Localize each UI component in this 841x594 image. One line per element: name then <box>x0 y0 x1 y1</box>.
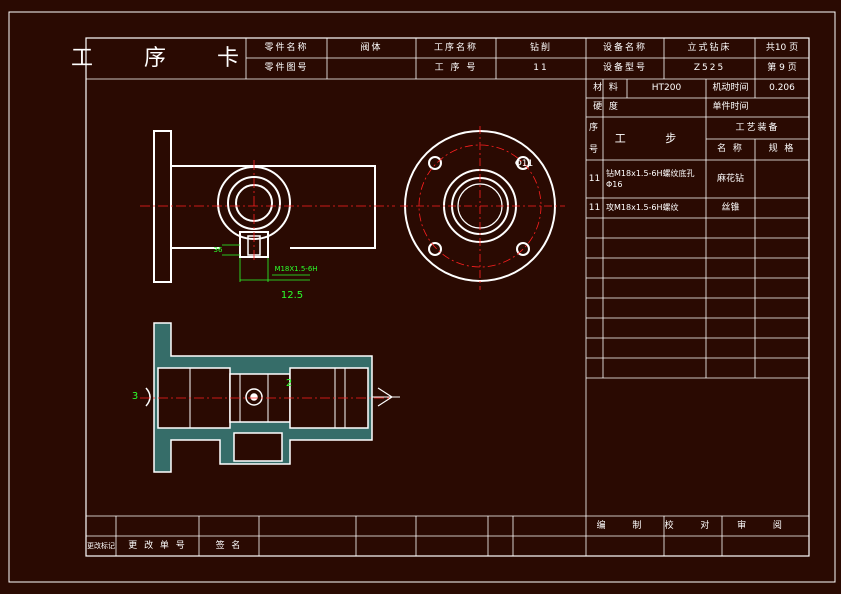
checked-label: 校 对 <box>664 520 722 531</box>
step-header: 工 步 <box>614 132 695 145</box>
step-row-1-no: 11 <box>588 173 601 184</box>
section-view <box>153 322 373 473</box>
section-label-right: 2 <box>285 378 293 389</box>
equip-model-label: 设备型号 <box>602 63 647 73</box>
section-label-left: 3 <box>131 391 139 402</box>
step-row-2-tool: 丝锥 <box>721 202 740 213</box>
flange-outline <box>153 130 172 283</box>
thread-callout: M18X1.5-6H <box>274 264 318 273</box>
front-centerlines <box>140 160 395 260</box>
machine-time-label: 机动时间 <box>712 83 749 93</box>
step-row-1-tool: 麻花钻 <box>716 173 744 184</box>
material-label: 材 料 <box>593 83 620 93</box>
depth-dimension: 12.5 <box>280 290 304 301</box>
change-mark-label: 更改标记 <box>87 541 115 550</box>
tool-name-header: 名 称 <box>717 144 744 154</box>
page-number: 第 9 页 <box>767 63 797 73</box>
front-dimensions <box>222 244 310 282</box>
outer-border <box>8 11 836 583</box>
reviewed-label: 审 阅 <box>737 520 794 531</box>
compiled-label: 编 制 <box>596 520 654 531</box>
hardness-label: 硬 度 <box>593 102 620 112</box>
inner-border <box>85 37 810 557</box>
part-no-value <box>327 58 416 79</box>
material-value: HT200 <box>651 83 682 93</box>
bottom-port <box>233 432 283 462</box>
tool-spec-header: 规 格 <box>768 144 796 154</box>
card-title: 工 序 卡 <box>71 45 261 71</box>
part-no-label: 零件图号 <box>264 63 309 73</box>
process-no-label: 工 序 号 <box>434 63 478 73</box>
cross-hole-center <box>250 393 258 401</box>
bolt-hole-2 <box>516 156 530 170</box>
step-row-2-desc: 攻M18x1.5-6H螺纹 <box>606 203 679 212</box>
equip-name-value: 立式钻床 <box>687 42 732 53</box>
hole-note: Φ11 <box>514 158 534 169</box>
front-view <box>153 130 376 283</box>
equip-name-label: 设备名称 <box>602 42 647 53</box>
process-table-grid <box>585 79 809 516</box>
part-name-label: 零件名称 <box>264 42 309 53</box>
bolt-hole-4 <box>516 242 530 256</box>
equip-model-value: Z525 <box>693 63 726 73</box>
equip-header: 工艺装备 <box>735 122 780 133</box>
small-dimension: 36 <box>213 245 223 254</box>
unit-time-label: 单件时间 <box>712 102 749 112</box>
bolt-hole-1 <box>428 156 442 170</box>
footer-grid <box>86 515 809 556</box>
bolt-hole-3 <box>428 242 442 256</box>
side-centerlines <box>400 126 565 290</box>
step-row-2-no: 11 <box>588 202 601 213</box>
process-name-value: 钻削 <box>529 42 552 53</box>
step-row-1-desc: 钻M18x1.5-6H螺纹底孔Φ16 <box>606 169 695 189</box>
body-outline <box>171 165 376 249</box>
change-doc-label: 更 改 单 号 <box>128 540 187 551</box>
step-no-header: 序号 <box>589 122 599 155</box>
total-pages: 共10 页 <box>765 42 799 53</box>
process-no-value: 11 <box>533 63 549 73</box>
header-grid <box>86 38 809 80</box>
process-name-label: 工序名称 <box>433 42 478 53</box>
sign-label: 签 名 <box>215 540 243 551</box>
part-name-value: 阀体 <box>360 42 383 53</box>
machine-time-value: 0.206 <box>769 83 795 93</box>
